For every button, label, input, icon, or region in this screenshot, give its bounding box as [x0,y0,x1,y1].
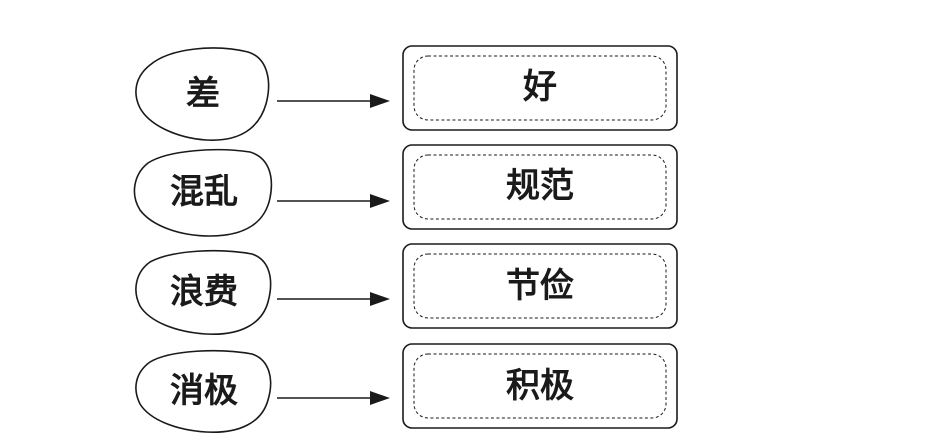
arrow-head-2 [370,194,390,208]
pair-row-3: 浪费 节俭 [135,243,678,335]
to-box-outer-2 [402,144,678,230]
to-box-outer-3 [402,243,678,329]
arrow-head-1 [370,94,390,108]
from-blob-2 [133,148,273,237]
to-label-4: 积极 [506,366,574,406]
to-label-3: 节俭 [506,266,574,306]
to-box-inner-4 [413,353,667,419]
from-blob-3 [135,249,272,335]
pair-row-2: 混乱 规范 [133,144,678,237]
to-label-2: 规范 [506,166,574,206]
from-label-1: 差 [186,74,220,114]
from-blob-4 [135,349,272,433]
to-box-inner-1 [413,55,667,121]
from-label-4: 消极 [170,371,238,411]
from-label-3: 浪费 [170,272,238,312]
pair-row-4: 消极 积极 [135,343,678,433]
to-box-inner-2 [413,154,667,220]
to-box-outer-4 [402,343,678,429]
from-blob-1 [135,47,270,141]
to-box-inner-3 [413,253,667,319]
to-box-outer-1 [402,45,678,131]
from-label-2: 混乱 [170,172,238,212]
arrow-head-4 [370,391,390,405]
arrow-head-3 [370,292,390,306]
to-label-1: 好 [522,67,557,107]
pair-row-1: 差 好 [135,45,678,141]
